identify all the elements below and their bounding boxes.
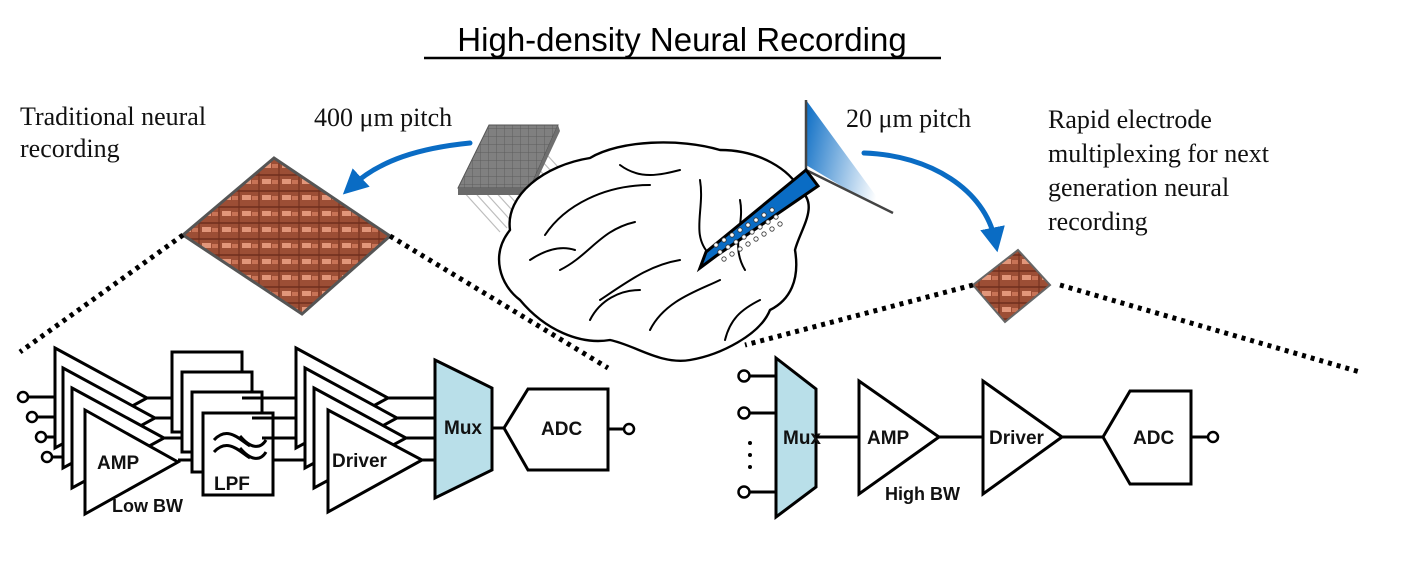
mux-shape [433,357,494,501]
lowpass-symbol-icon [212,432,268,460]
driver-label: Driver [332,451,388,472]
left-signal-chain: AMP Low BW LPF Driver [16,345,636,517]
output-terminal [1206,430,1220,444]
page-title: High-density Neural Recording [457,21,906,58]
left-pitch-label: 400 μm pitch [314,103,452,132]
adc-block: ADC [1101,389,1193,486]
left-curved-arrow [342,140,473,195]
right-curved-arrow [861,150,1005,253]
mux-block: Mux [433,357,494,501]
amp-label: AMP [867,428,910,449]
mux-label: Mux [444,418,482,439]
amp-bandwidth-note: Low BW [112,496,183,516]
left-caption: Traditional neural recording [20,102,213,163]
left-caption-line: recording [20,134,120,163]
right-caption-line: recording [1048,207,1148,236]
zoom-line-left-a [18,232,185,355]
chip-die-large [180,156,393,316]
mux-shape [774,354,818,520]
output-terminal [622,422,636,436]
right-caption-line: multiplexing for next [1048,139,1270,168]
driver-block: Driver [326,407,426,515]
chip-die-small [971,248,1052,324]
right-caption-line: generation neural [1048,173,1229,202]
right-signal-chain: Mux AMP High BW Driver ADC [737,354,1220,520]
lpf-block: LPF [201,411,275,497]
shank-probe-icon [696,100,894,273]
lpf-label: LPF [214,474,250,495]
amp-label: AMP [97,453,140,474]
right-caption: Rapid electrode multiplexing for next ge… [1048,105,1275,236]
input-terminal [737,406,751,420]
zoom-line-right-a [744,282,974,348]
adc-label: ADC [541,419,582,440]
input-terminal [737,485,751,499]
right-caption-line: Rapid electrode [1048,105,1212,134]
right-pitch-label: 20 μm pitch [846,104,971,133]
vertical-ellipsis-icon [748,441,752,469]
driver-block: Driver [981,378,1065,497]
amp-block: AMP [83,407,182,517]
driver-label: Driver [989,428,1045,449]
adc-block: ADC [502,387,610,472]
amp-block: AMP [857,378,942,497]
left-caption-line: Traditional neural [20,102,206,131]
zoom-line-left-b [388,233,610,371]
mux-label: Mux [783,428,821,449]
zoom-line-right-b [1059,282,1361,375]
input-terminal [737,369,751,383]
amp-bandwidth-note: High BW [885,484,960,504]
mux-block: Mux [774,354,821,520]
adc-label: ADC [1133,428,1174,449]
